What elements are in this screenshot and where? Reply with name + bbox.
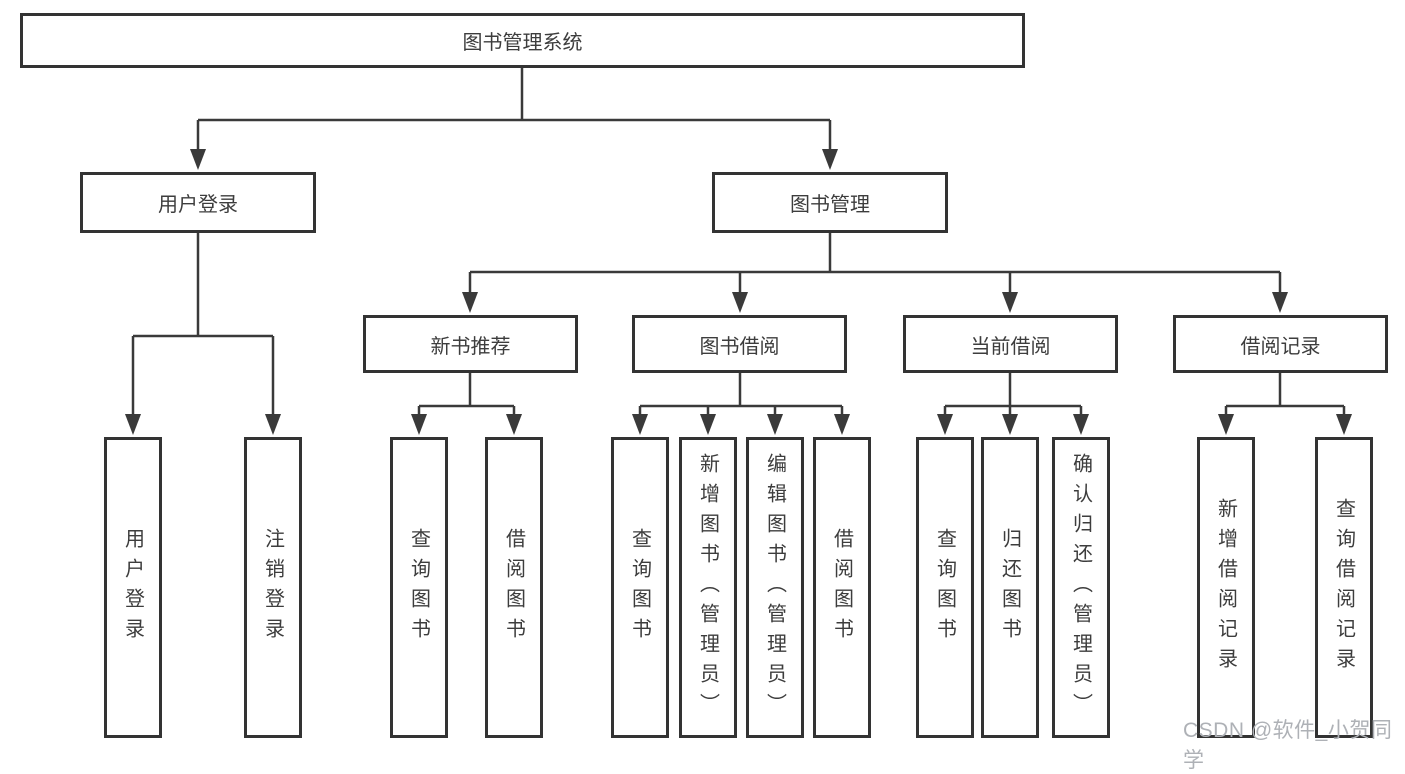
node-new-book-recommend: 新书推荐 (363, 315, 578, 373)
node-library-system: 图书管理系统 (20, 13, 1025, 68)
connector-lines (125, 68, 1352, 435)
leaf-borrow-books: 借阅图书 (813, 437, 871, 738)
node-book-management: 图书管理 (712, 172, 948, 233)
leaf-query-books-borrow: 查询图书 (611, 437, 669, 738)
connector-paths (131, 68, 1346, 417)
leaf-return-book: 归还图书 (981, 437, 1039, 738)
diagram-canvas: 图书管理系统 用户登录 图书管理 新书推荐 图书借阅 当前借阅 借阅记录 用户登… (20, 13, 1392, 772)
leaf-query-borrow-record: 查询借阅记录 (1315, 437, 1373, 738)
arrowheads (125, 149, 1352, 435)
watermark: CSDN @软件_小贺同学 (1183, 719, 1393, 772)
node-book-borrow: 图书借阅 (632, 315, 847, 373)
leaf-add-book-admin: 新增图书（管理员） (679, 437, 737, 738)
leaf-logout: 注销登录 (244, 437, 302, 738)
node-borrow-records: 借阅记录 (1173, 315, 1388, 373)
leaf-add-borrow-record: 新增借阅记录 (1197, 437, 1255, 738)
leaf-confirm-return-admin: 确认归还（管理员） (1052, 437, 1110, 738)
leaf-user-login: 用户登录 (104, 437, 162, 738)
leaf-query-books-recommend: 查询图书 (390, 437, 448, 738)
leaf-edit-book-admin: 编辑图书（管理员） (746, 437, 804, 738)
node-user-login: 用户登录 (80, 172, 316, 233)
leaf-borrow-books-recommend: 借阅图书 (485, 437, 543, 738)
node-current-borrow: 当前借阅 (903, 315, 1118, 373)
leaf-query-books-current: 查询图书 (916, 437, 974, 738)
